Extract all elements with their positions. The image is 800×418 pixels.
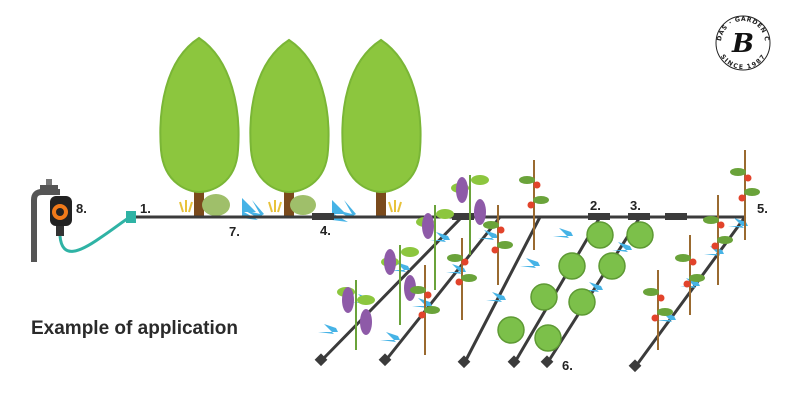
logo-letter: B: [731, 29, 754, 59]
label-5: 5.: [757, 201, 768, 216]
label-3: 3.: [630, 198, 641, 213]
faucet: [31, 179, 60, 262]
label-4: 4.: [320, 223, 331, 238]
svg-text:BRADAS · GARDEN CARE: BRADAS · GARDEN CARE: [0, 0, 770, 42]
trees: [159, 36, 422, 218]
tree-3: [341, 38, 422, 218]
drip-line-end-plugs: [314, 353, 642, 373]
tree-1: [159, 36, 240, 218]
label-2: 2.: [590, 198, 601, 213]
label-6: 6.: [562, 358, 573, 373]
label-8: 8.: [76, 201, 87, 216]
cabbage-plants: [497, 221, 654, 352]
caption: Example of application: [31, 318, 238, 339]
label-1: 1.: [140, 201, 151, 216]
supply-hose: [58, 215, 131, 253]
shrubs: [179, 194, 402, 216]
water-timer-icon: [50, 196, 72, 236]
part-labels: 1. 2. 3. 4. 5. 6. 7. 8.: [76, 198, 768, 373]
label-7: 7.: [229, 224, 240, 239]
eggplant-plants: [337, 175, 489, 350]
drip-sprays: [318, 210, 748, 342]
logo-ring-top: BRADAS · GARDEN CARE: [0, 0, 769, 42]
tomato-plants: [410, 150, 760, 355]
tree-2: [249, 38, 330, 218]
